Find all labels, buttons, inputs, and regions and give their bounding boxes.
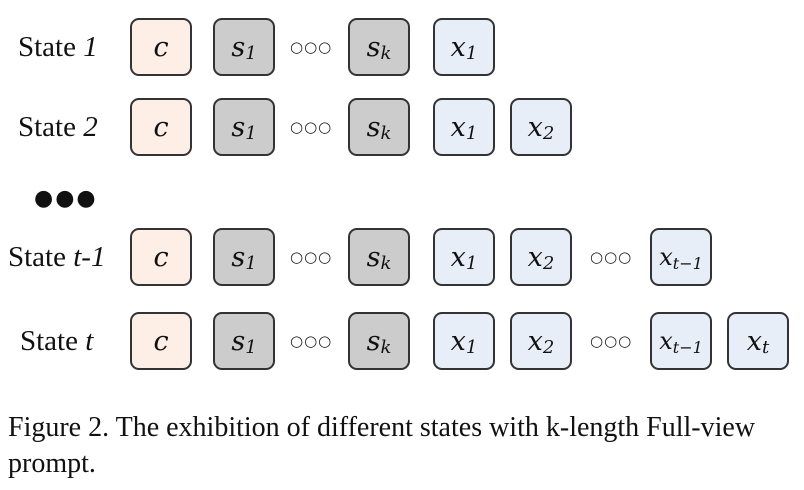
state-label-prefix: State	[18, 31, 84, 63]
sequence-dots: ○○○	[590, 332, 633, 350]
row-ellipsis: ●●●	[34, 186, 98, 211]
context-token-box: c	[130, 228, 192, 286]
token-subscript: t−1	[672, 253, 703, 273]
context-token-box: c	[130, 312, 192, 370]
token-symbol: s	[231, 31, 246, 63]
context-token-box: c	[130, 18, 192, 76]
token-subscript: 1	[245, 42, 257, 64]
token-subscript: 1	[245, 122, 257, 144]
token-symbol: s	[231, 111, 246, 143]
token-symbol: x	[450, 111, 466, 143]
token-symbol: s	[366, 325, 381, 357]
token-subscript: 1	[245, 252, 257, 274]
sequence-dots: ○○○	[290, 332, 333, 350]
token-symbol: x	[746, 325, 762, 357]
sequence-dots: ○○○	[290, 248, 333, 266]
token-symbol: c	[153, 241, 169, 273]
token-symbol: x	[527, 111, 543, 143]
state-label-index: 1	[83, 31, 98, 63]
state-label-4: State t	[20, 327, 93, 356]
token-subscript: t	[762, 336, 770, 358]
token-symbol: s	[231, 241, 246, 273]
state-label-index: t-1	[73, 241, 106, 273]
sequence-dots: ○○○	[290, 38, 333, 56]
token-subscript: 2	[542, 336, 555, 358]
token-subscript: 1	[465, 122, 478, 144]
token-subscript: k	[380, 252, 392, 274]
state-label-prefix: State	[20, 325, 86, 357]
token-symbol: x	[527, 241, 543, 273]
state-label-3: State t-1	[8, 243, 105, 272]
token-symbol: x	[450, 31, 466, 63]
token-symbol: s	[231, 325, 246, 357]
token-symbol: s	[366, 111, 381, 143]
figure-caption: Figure 2. The exhibition of different st…	[8, 412, 756, 479]
state-label-index: 2	[83, 111, 98, 143]
token-subscript: 1	[465, 42, 478, 64]
token-symbol: x	[659, 327, 673, 355]
token-subscript: k	[380, 336, 392, 358]
token-symbol: c	[153, 31, 169, 63]
token-subscript: 2	[542, 122, 555, 144]
token-symbol: s	[366, 31, 381, 63]
state-label-prefix: State	[8, 241, 74, 273]
token-subscript: 2	[542, 252, 555, 274]
token-subscript: 1	[465, 252, 478, 274]
token-symbol: x	[450, 241, 466, 273]
token-symbol: x	[527, 325, 543, 357]
state-label-prefix: State	[18, 111, 84, 143]
context-token-box: c	[130, 98, 192, 156]
token-subscript: 1	[465, 336, 478, 358]
sequence-dots: ○○○	[590, 248, 633, 266]
state-label-1: State 1	[18, 33, 98, 62]
token-symbol: c	[153, 325, 169, 357]
token-subscript: 1	[245, 336, 257, 358]
sequence-dots: ○○○	[290, 118, 333, 136]
token-subscript: k	[380, 42, 392, 64]
token-subscript: k	[380, 122, 392, 144]
state-label-2: State 2	[18, 113, 98, 142]
token-symbol: x	[450, 325, 466, 357]
state-label-index: t	[85, 325, 94, 357]
token-symbol: c	[153, 111, 169, 143]
token-symbol: s	[366, 241, 381, 273]
token-subscript: t−1	[672, 337, 703, 357]
token-symbol: x	[659, 243, 673, 271]
